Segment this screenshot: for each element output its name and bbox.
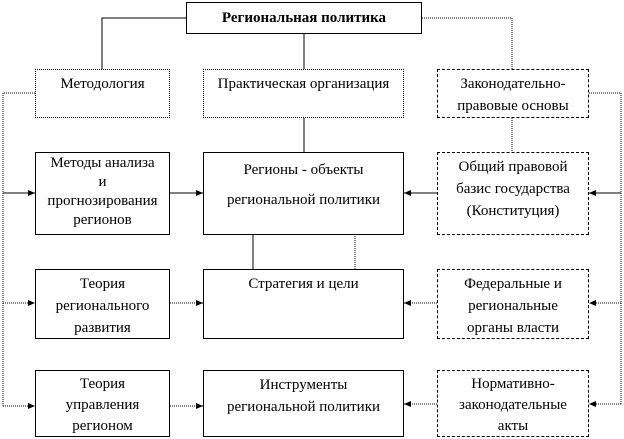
box-text: Федеральные и xyxy=(464,276,562,292)
right-bus-line xyxy=(589,92,622,404)
box-text: органы власти xyxy=(467,320,559,336)
box-text: акты xyxy=(497,418,529,434)
box-text: управления xyxy=(65,397,140,413)
analysis-methods-box: Методы анализа и прогнозирования регионо… xyxy=(35,152,170,235)
authorities-box: Федеральные и региональные органы власти xyxy=(437,269,589,339)
strategy-goals-box: Стратегия и цели xyxy=(203,269,404,339)
legal-basis-box: Общий правовой базис государства (Консти… xyxy=(437,152,589,235)
connector-top-right xyxy=(422,17,513,69)
box-text: региональной политики xyxy=(226,192,381,208)
box-text: региональные xyxy=(468,298,558,314)
box-text: (Конституция) xyxy=(466,203,560,219)
box-text: базис государства xyxy=(456,181,570,197)
box-text: региональной политики xyxy=(226,399,381,415)
box-text: правовые основы xyxy=(457,98,569,114)
left-bus-line xyxy=(2,92,35,406)
box-text: Стратегия и цели xyxy=(248,276,359,292)
box-text: Методы анализа xyxy=(50,155,155,171)
box-text: Нормативно- xyxy=(471,376,555,392)
normative-acts-box: Нормативно- законодательные акты xyxy=(437,370,589,437)
box-text: Теория xyxy=(79,376,126,392)
region-management-theory-box: Теория управления регионом xyxy=(35,370,170,437)
box-text: Практическая организация xyxy=(217,76,390,92)
box-text: Методология xyxy=(60,76,145,92)
box-text: Законодательно- xyxy=(460,76,566,92)
box-text: законодательные xyxy=(459,397,567,413)
box-text: Теория xyxy=(79,276,126,292)
box-text: регионального xyxy=(55,298,150,314)
box-text: Общий правовой xyxy=(458,159,568,175)
regional-development-theory-box: Теория регионального развития xyxy=(35,269,170,339)
regions-box: Регионы - объекты региональной политики xyxy=(203,152,404,235)
policy-instruments-box: Инструменты региональной политики xyxy=(203,370,404,437)
title-box: Региональная политика xyxy=(186,2,422,34)
box-text: Инструменты xyxy=(259,377,348,393)
box-text: Регионы - объекты xyxy=(243,162,364,178)
box-text: развития xyxy=(74,320,131,336)
legal-foundations-box: Законодательно- правовые основы xyxy=(437,69,589,118)
box-text: регионов xyxy=(73,212,132,228)
title: Региональная политика xyxy=(221,10,387,26)
box-text: прогнозирования xyxy=(47,193,158,209)
box-text: и xyxy=(98,174,107,190)
box-text: регионом xyxy=(72,418,133,434)
practical-organization-box: Практическая организация xyxy=(203,69,404,118)
connector-top-left xyxy=(101,17,186,69)
methodology-box: Методология xyxy=(35,69,170,118)
